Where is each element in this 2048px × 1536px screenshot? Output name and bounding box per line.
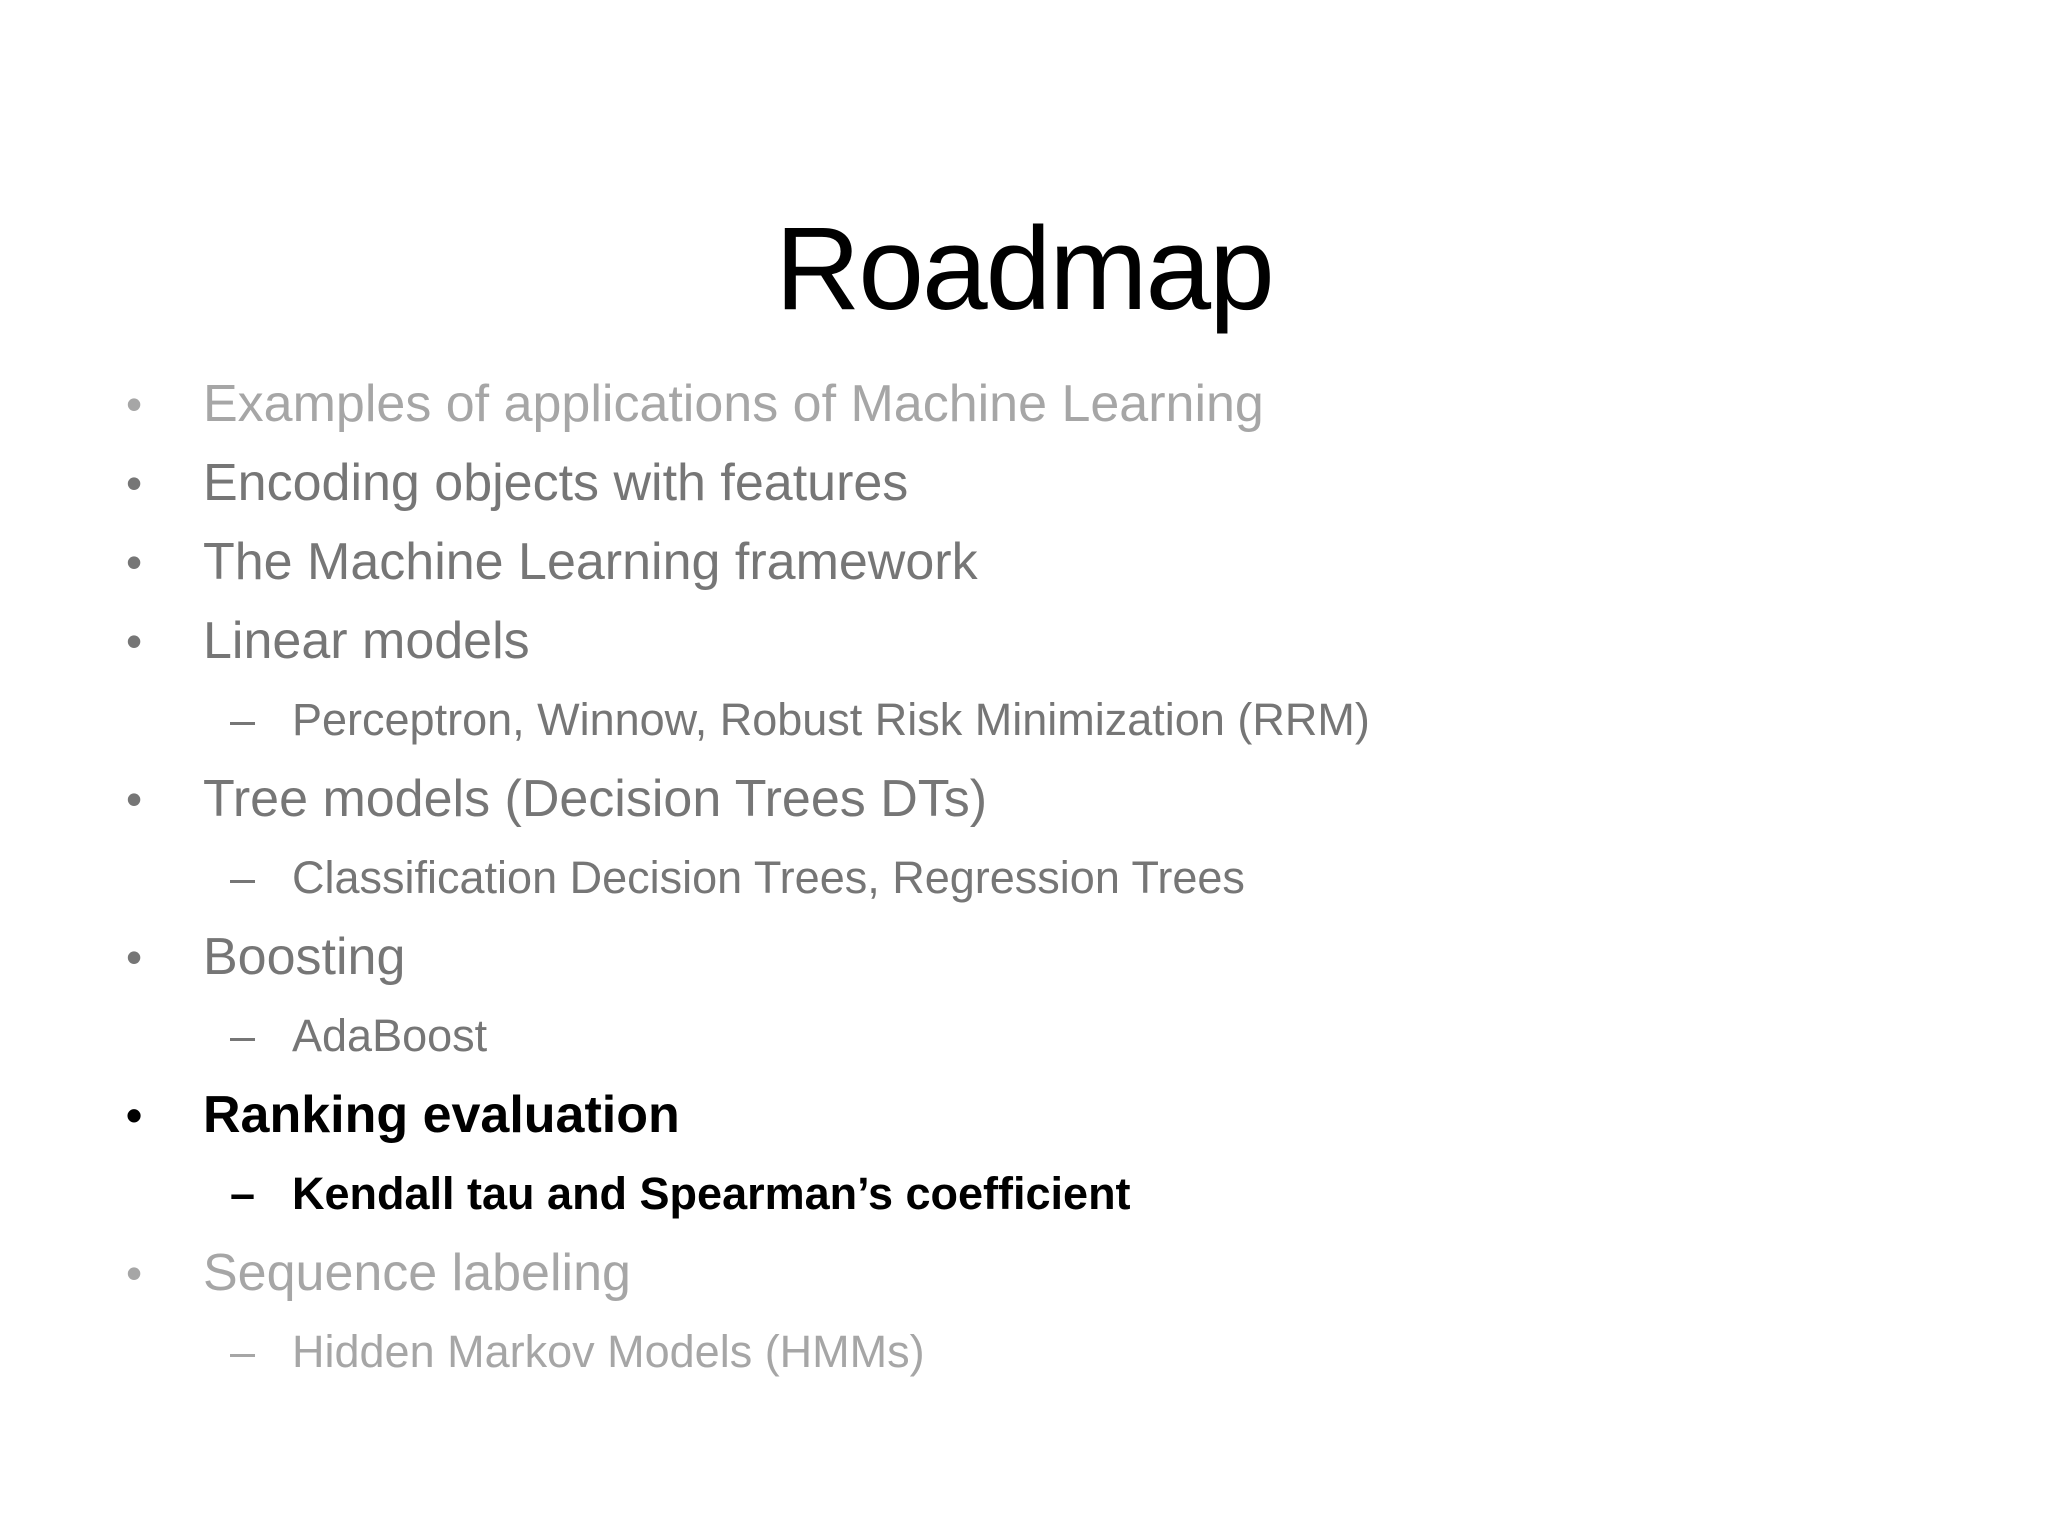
list-item-text: Hidden Markov Models (HMMs) [292, 1325, 925, 1377]
list-item: –Kendall tau and Spearman’s coefficient [126, 1154, 1926, 1233]
list-item: • Linear models [126, 601, 1926, 680]
list-item: –Classification Decision Trees, Regressi… [126, 838, 1926, 917]
list-item: • Ranking evaluation [126, 1075, 1926, 1154]
dash-icon: – [230, 851, 256, 903]
list-item-text: Tree models (Decision Trees DTs) [203, 769, 988, 828]
bullet-icon: • [126, 456, 143, 509]
list-item-text: Examples of applications of Machine Lear… [203, 374, 1264, 433]
list-item-text: Linear models [203, 611, 530, 670]
list-item: –AdaBoost [126, 996, 1926, 1075]
bullet-icon: • [126, 535, 143, 588]
list-item-text: Classification Decision Trees, Regressio… [292, 851, 1245, 903]
bullet-icon: • [126, 377, 143, 430]
list-item-text: Ranking evaluation [203, 1085, 680, 1144]
dash-icon: – [230, 693, 256, 745]
list-item-text: AdaBoost [292, 1009, 488, 1061]
list-item-text: Sequence labeling [203, 1243, 631, 1302]
list-item: –Hidden Markov Models (HMMs) [126, 1312, 1926, 1391]
list-item: • Boosting [126, 917, 1926, 996]
bullet-icon: • [126, 614, 143, 667]
dash-icon: – [230, 1325, 256, 1377]
list-item-text: Encoding objects with features [203, 453, 909, 512]
bullet-icon: • [126, 930, 143, 983]
list-item: • Sequence labeling [126, 1233, 1926, 1312]
slide-title: Roadmap [775, 203, 1275, 336]
dash-icon: – [230, 1009, 256, 1061]
list-item: • Encoding objects with features [126, 443, 1926, 522]
list-item-text: Kendall tau and Spearman’s coefficient [292, 1167, 1131, 1219]
dash-icon: – [230, 1167, 256, 1219]
list-item-text: Perceptron, Winnow, Robust Risk Minimiza… [292, 693, 1370, 745]
list-item-text: The Machine Learning framework [203, 532, 978, 591]
bullet-icon: • [126, 1246, 143, 1299]
list-item: –Perceptron, Winnow, Robust Risk Minimiz… [126, 680, 1926, 759]
bullet-icon: • [126, 772, 143, 825]
list-item-text: Boosting [203, 927, 406, 986]
bullet-list: • Examples of applications of Machine Lea… [126, 364, 1926, 1391]
list-item: • Examples of applications of Machine Lea… [126, 364, 1926, 443]
bullet-icon: • [126, 1088, 143, 1141]
list-item: • The Machine Learning framework [126, 522, 1926, 601]
list-item: • Tree models (Decision Trees DTs) [126, 759, 1926, 838]
